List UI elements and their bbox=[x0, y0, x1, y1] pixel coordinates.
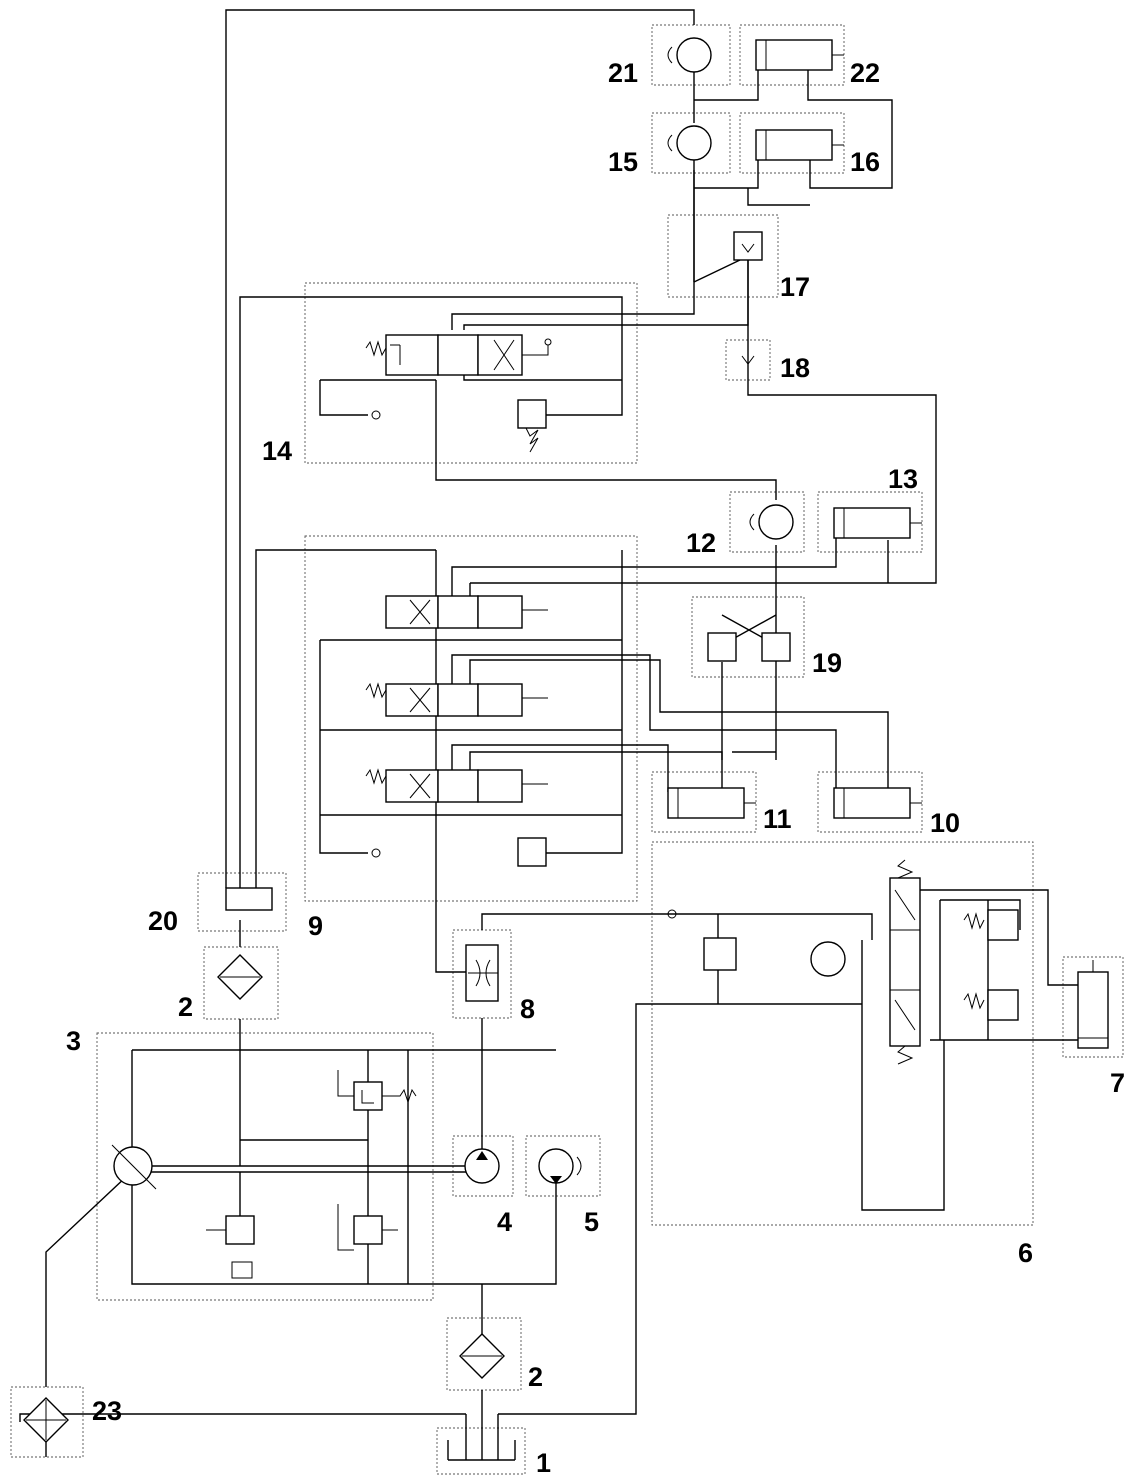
cylinder-7-symbol bbox=[1077, 971, 1109, 1049]
label-2-lower: 2 bbox=[528, 1362, 543, 1392]
motor-21-symbol bbox=[676, 37, 712, 73]
label-11: 11 bbox=[763, 804, 792, 834]
cylinder-16-boundary bbox=[739, 112, 845, 174]
dir-valve-14-right bbox=[477, 334, 523, 376]
cylinder-10-symbol bbox=[833, 787, 911, 819]
pump-4-symbol bbox=[464, 1148, 500, 1184]
dir-valve-9c-center bbox=[437, 769, 479, 803]
valve-block-9-boundary bbox=[304, 535, 638, 902]
hydraulic-lines bbox=[19, 9, 1085, 1461]
dir-valve-9a-left bbox=[385, 595, 439, 629]
cylinder-16-symbol bbox=[755, 129, 833, 161]
filter-2-lower-boundary bbox=[446, 1317, 522, 1391]
label-9: 9 bbox=[308, 911, 323, 941]
component-labels: 1 2 2 3 4 5 6 7 8 9 10 11 12 13 14 15 16… bbox=[66, 58, 1125, 1476]
tank-1-boundary bbox=[436, 1427, 526, 1475]
label-10: 10 bbox=[930, 808, 960, 838]
dir-valve-9a-right bbox=[477, 595, 523, 629]
filter-2-upper-boundary bbox=[203, 946, 279, 1020]
dir-valve-9a-center bbox=[437, 595, 479, 629]
unit-6-boundary bbox=[651, 841, 1034, 1226]
label-18: 18 bbox=[780, 353, 810, 383]
label-16: 16 bbox=[850, 147, 880, 177]
cylinder-11-boundary bbox=[651, 771, 757, 833]
motor-12-symbol bbox=[758, 504, 794, 540]
motor-5-boundary bbox=[525, 1135, 601, 1197]
cooler-23-boundary bbox=[10, 1386, 84, 1458]
rotary-joint-20-boundary bbox=[197, 872, 287, 932]
motor-15-symbol bbox=[676, 125, 712, 161]
label-5: 5 bbox=[584, 1207, 599, 1237]
unit-6-relief-left bbox=[703, 937, 737, 971]
label-13: 13 bbox=[888, 464, 918, 494]
pressure-valve-symbol bbox=[225, 1215, 255, 1245]
dir-valve-14-center bbox=[437, 334, 479, 376]
label-23: 23 bbox=[92, 1396, 122, 1426]
label-2-upper: 2 bbox=[178, 992, 193, 1022]
label-15: 15 bbox=[608, 147, 638, 177]
dir-valve-9b-center bbox=[437, 683, 479, 717]
unit-6-relief-top bbox=[987, 909, 1019, 941]
unit-6-relief-bottom bbox=[987, 989, 1019, 1021]
cylinder-11-symbol bbox=[667, 787, 745, 819]
label-12: 12 bbox=[686, 528, 716, 558]
dir-valve-9b-right bbox=[477, 683, 523, 717]
dir-valve-9b-left bbox=[385, 683, 439, 717]
shuttle-19-boundary bbox=[691, 596, 805, 678]
motor-12-boundary bbox=[729, 491, 805, 553]
component-boundaries bbox=[10, 24, 1124, 1475]
label-8: 8 bbox=[520, 994, 535, 1024]
motor-21-boundary bbox=[651, 24, 731, 86]
component-symbols bbox=[23, 37, 1109, 1443]
valve-block-14-boundary bbox=[304, 282, 638, 464]
relief-valve-2-symbol bbox=[353, 1215, 383, 1245]
cylinder-22-symbol bbox=[755, 39, 833, 71]
dir-valve-9c-left bbox=[385, 769, 439, 803]
check-valve-17-symbol bbox=[733, 231, 763, 261]
label-3: 3 bbox=[66, 1026, 81, 1056]
label-4: 4 bbox=[497, 1207, 512, 1237]
unit-6-valve-stack bbox=[889, 877, 921, 1047]
label-19: 19 bbox=[812, 648, 842, 678]
shuttle-19-right bbox=[761, 632, 791, 662]
label-6: 6 bbox=[1018, 1238, 1033, 1268]
label-7: 7 bbox=[1110, 1068, 1125, 1098]
label-14: 14 bbox=[262, 436, 292, 466]
cylinder-13-boundary bbox=[817, 491, 923, 553]
cylinder-13-symbol bbox=[833, 507, 911, 539]
dir-valve-9c-right bbox=[477, 769, 523, 803]
relief-valve-symbol bbox=[353, 1081, 383, 1111]
unit-6-motor-symbol bbox=[810, 941, 846, 977]
cylinder-7-boundary bbox=[1062, 956, 1124, 1058]
relief-9-symbol bbox=[517, 837, 547, 867]
label-17: 17 bbox=[780, 272, 810, 302]
label-1: 1 bbox=[536, 1448, 551, 1476]
dir-valve-14-left bbox=[385, 334, 439, 376]
label-22: 22 bbox=[850, 58, 880, 88]
motor-15-boundary bbox=[651, 112, 731, 174]
label-20: 20 bbox=[148, 906, 178, 936]
shuttle-19-left bbox=[707, 632, 737, 662]
relief-14-symbol bbox=[517, 399, 547, 429]
cylinder-10-boundary bbox=[817, 771, 923, 833]
label-21: 21 bbox=[608, 58, 638, 88]
